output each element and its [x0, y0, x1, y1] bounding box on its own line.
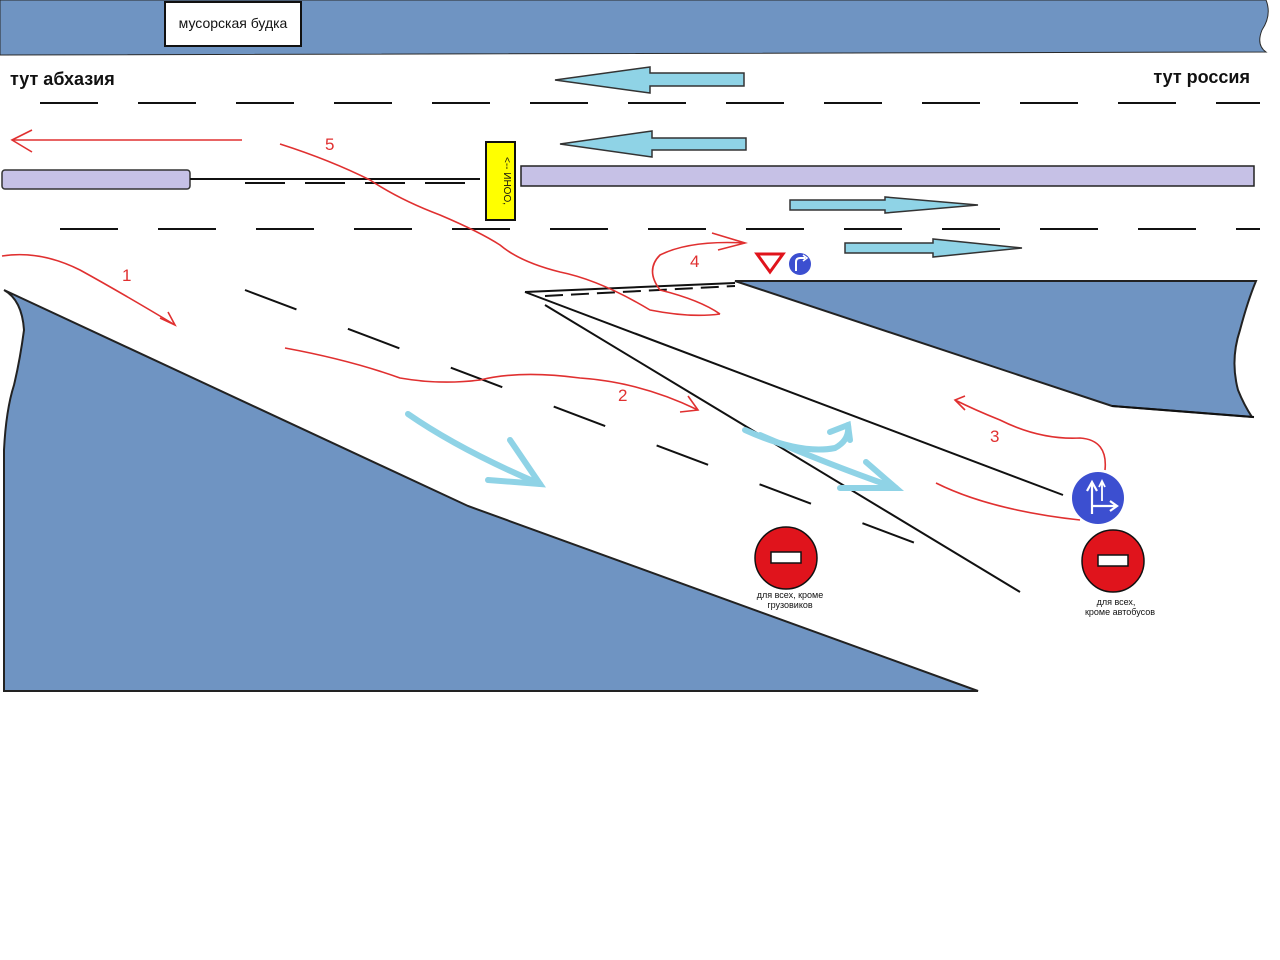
bottom-left-ground-area — [3, 289, 979, 692]
ramp-edge-line — [544, 304, 1021, 593]
booth-label: мусорская будка — [179, 15, 288, 31]
route-number-5: 5 — [325, 135, 334, 154]
no-entry-sign-icon-1 — [754, 526, 818, 590]
lane-arrow-left-second — [559, 130, 747, 158]
booth: мусорская будка — [164, 1, 302, 47]
turn-right-sign-icon — [789, 253, 811, 275]
route-3 — [935, 395, 1107, 521]
no-entry-sign-icon-2 — [1081, 529, 1145, 593]
top-ground-area — [0, 0, 1269, 56]
no-entry-caption-1-line1: для всех, кроме — [757, 590, 824, 600]
ramp-arrow-right — [742, 420, 905, 491]
no-entry-caption-2-line2: кроме автобусов — [1085, 607, 1155, 617]
ramp-center-dash — [244, 289, 961, 561]
route-number-2: 2 — [618, 386, 627, 405]
route-4 — [651, 232, 748, 315]
lane-arrow-right-second — [844, 238, 1023, 258]
no-entry-caption-2-line1: для всех, — [1097, 597, 1136, 607]
island-edge-left — [524, 291, 1064, 496]
route-number-1: 1 — [122, 266, 131, 285]
route-number-3: 3 — [990, 427, 999, 446]
no-entry-caption-1-line2: грузовиков — [767, 600, 813, 610]
right-side-label: тут россия — [1153, 67, 1250, 87]
island-edge-dash — [544, 285, 736, 297]
route-number-4: 4 — [690, 252, 699, 271]
island-edge-top — [524, 282, 736, 293]
ramp-arrow-left — [405, 411, 546, 488]
yield-sign-icon — [754, 252, 786, 275]
lane-arrow-right-first — [789, 196, 979, 214]
right-ground-area — [734, 280, 1258, 419]
right-ground-edge — [1111, 405, 1255, 418]
straight-or-right-sign-icon — [1072, 472, 1124, 524]
post-sign-text: <-- ИНОО, — [501, 157, 512, 205]
route-1 — [1, 253, 177, 327]
lane-arrow-left-top — [554, 66, 745, 94]
median-right — [520, 165, 1255, 187]
route-5 — [10, 129, 721, 317]
post-sign: <-- ИНОО, — [485, 141, 516, 221]
route-2 — [284, 347, 700, 413]
median-left — [1, 169, 191, 190]
left-side-label: тут абхазия — [10, 69, 115, 89]
